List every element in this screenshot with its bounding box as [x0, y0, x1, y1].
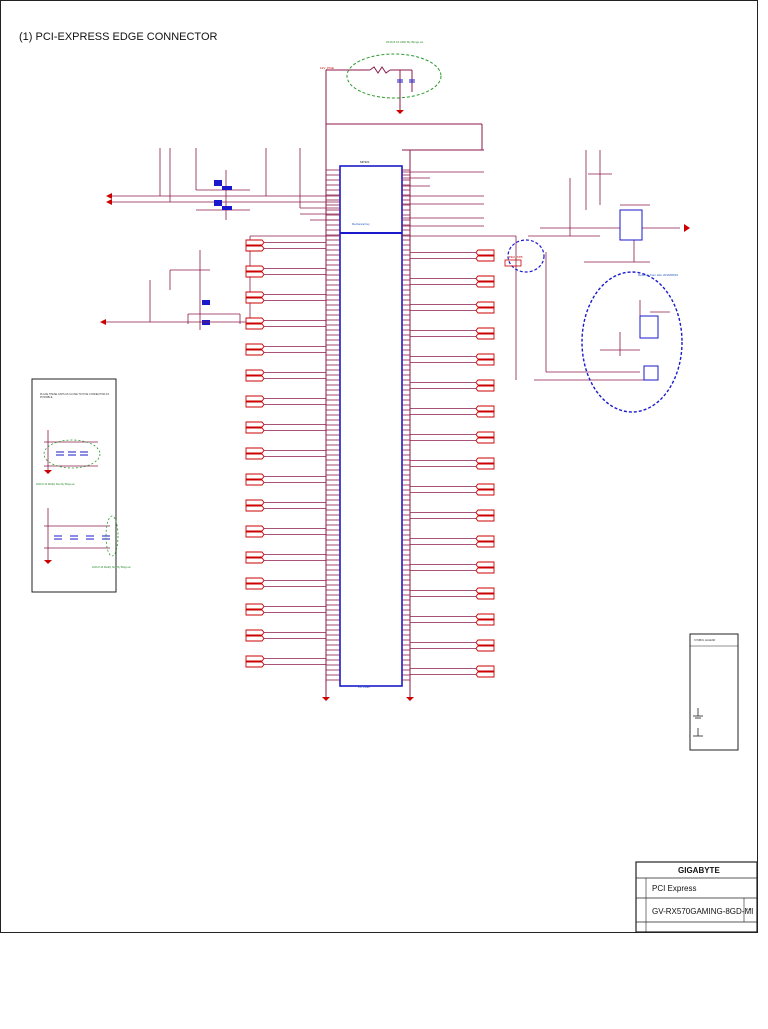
net-flag-marker	[245, 629, 326, 642]
net-flag-marker	[410, 457, 495, 470]
net-flag-marker	[410, 327, 495, 340]
connector-key-label: Mechanical Key	[352, 223, 370, 226]
net-flag-marker	[245, 265, 326, 278]
net-flag-marker	[410, 613, 495, 626]
annotation-reserve-note: Reserve from slim 2016/08/16	[638, 273, 679, 277]
ic-chip	[619, 209, 643, 241]
net-flag-marker	[245, 343, 326, 356]
connector-name: MP301	[360, 160, 370, 164]
fuse-area	[325, 66, 483, 150]
net-flag-marker	[245, 655, 326, 668]
connector-body	[339, 165, 403, 687]
title-block-company: GIGABYTE	[678, 866, 720, 875]
net-flag-marker	[245, 525, 326, 538]
net-label-pex: PEX_STB	[509, 255, 523, 259]
title-block-doc-number: GV-RX570GAMING-8GD-MI	[652, 907, 754, 916]
title-block-title: PCI Express	[652, 884, 697, 893]
net-flag-marker	[410, 639, 495, 652]
net-flag-marker	[410, 275, 495, 288]
net-flag-marker	[410, 587, 495, 600]
symbol-legend-title: SYMBOL LEGEND	[694, 639, 716, 642]
bypass-cap-box	[31, 378, 117, 593]
net-flag-marker	[245, 369, 326, 382]
title-block	[635, 861, 758, 933]
net-flag-marker	[245, 577, 326, 590]
right-chip-circuit	[515, 150, 680, 381]
net-label-12v: 12V_PCIE	[320, 66, 335, 70]
transistor-marks	[202, 180, 232, 325]
net-flag-marker	[245, 395, 326, 408]
annotation-modify-note-2: 2016.8.16 Modify Size By Bingo.ac	[92, 566, 131, 569]
left-upper-circuit	[112, 148, 340, 242]
net-flag-marker	[410, 535, 495, 548]
net-flag-marker	[410, 665, 495, 678]
highlight-ellipse-reserve	[581, 271, 683, 413]
net-flag-marker	[410, 301, 495, 314]
net-flag-marker	[410, 431, 495, 444]
net-flag-marker	[410, 483, 495, 496]
highlight-ellipse-pex	[507, 239, 545, 273]
net-flag-marker	[245, 473, 326, 486]
net-flag-marker	[410, 561, 495, 574]
left-lower-circuit	[106, 244, 251, 330]
net-flag-marker	[245, 239, 326, 252]
net-flag-marker	[245, 499, 326, 512]
page-title: (1) PCI-EXPRESS EDGE CONNECTOR	[19, 31, 218, 43]
net-flag-marker	[245, 603, 326, 616]
title-block-rev: 1.0	[747, 907, 752, 911]
net-flag-marker	[410, 379, 495, 392]
net-flag-marker	[245, 447, 326, 460]
highlight-ellipse-top	[346, 53, 442, 99]
annotation-modify-note-1: 2016.8.16 Modify Size By Bingo.ac	[36, 483, 75, 486]
annotation-top-note: 2016.8.16 ADD By Bingo.ac	[386, 40, 424, 44]
net-flag-marker	[410, 509, 495, 522]
net-flag-marker	[245, 291, 326, 304]
bypass-box-title: PLACE THESE CAPS AS CLOSE TO PCIE CONNEC…	[40, 393, 110, 399]
net-flag-marker	[410, 249, 495, 262]
connector-footer: x16 Fused	[358, 686, 370, 689]
net-flag-marker	[245, 421, 326, 434]
net-flag-marker	[245, 551, 326, 564]
symbol-legend-box	[689, 633, 739, 751]
net-flag-marker	[410, 405, 495, 418]
net-flag-marker	[410, 353, 495, 366]
net-flag-marker	[245, 317, 326, 330]
